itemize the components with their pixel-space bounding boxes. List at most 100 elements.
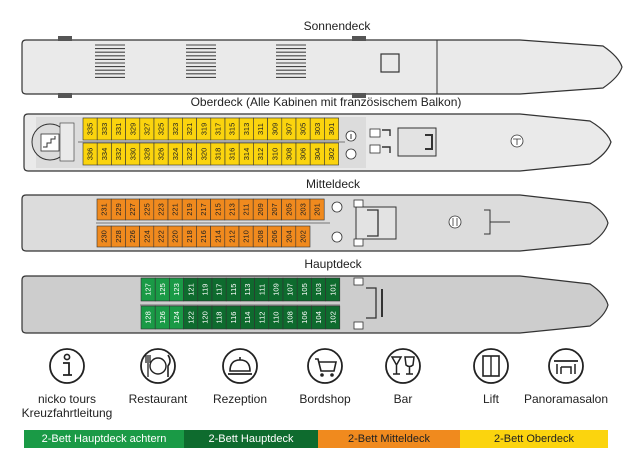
cabin-319[interactable]: 319: [196, 117, 212, 141]
cabin-313[interactable]: 313: [238, 117, 254, 141]
cabin-336[interactable]: 336: [82, 142, 98, 166]
cabin-308[interactable]: 308: [281, 142, 297, 166]
cabin-123[interactable]: 123: [169, 277, 184, 302]
cabin-125[interactable]: 125: [154, 277, 170, 302]
cabin-111[interactable]: 111: [254, 277, 270, 302]
cabin-227[interactable]: 227: [125, 198, 140, 221]
cabin-225[interactable]: 225: [139, 198, 155, 221]
cabin-112[interactable]: 112: [254, 305, 270, 330]
cabin-127[interactable]: 127: [140, 277, 156, 302]
cabin-101[interactable]: 101: [325, 277, 341, 302]
cabin-106[interactable]: 106: [296, 305, 312, 330]
cabin-208[interactable]: 208: [252, 225, 268, 248]
cabin-124[interactable]: 124: [169, 305, 184, 330]
cabin-103[interactable]: 103: [311, 277, 326, 302]
cabin-115[interactable]: 115: [225, 277, 241, 302]
cabin-316[interactable]: 316: [224, 142, 240, 166]
cabin-223[interactable]: 223: [153, 198, 169, 221]
cabin-105[interactable]: 105: [296, 277, 312, 302]
cabin-209[interactable]: 209: [252, 198, 268, 221]
cabin-320[interactable]: 320: [196, 142, 212, 166]
cabin-128[interactable]: 128: [140, 305, 156, 330]
cabin-329[interactable]: 329: [125, 117, 141, 141]
cabin-104[interactable]: 104: [311, 305, 326, 330]
cabin-224[interactable]: 224: [139, 225, 155, 248]
cabin-213[interactable]: 213: [224, 198, 240, 221]
cabin-110[interactable]: 110: [268, 305, 284, 330]
cabin-328[interactable]: 328: [139, 142, 155, 166]
cabin-311[interactable]: 311: [253, 117, 268, 141]
cabin-228[interactable]: 228: [110, 225, 126, 248]
cabin-212[interactable]: 212: [224, 225, 240, 248]
cabin-305[interactable]: 305: [295, 117, 311, 141]
cabin-205[interactable]: 205: [281, 198, 297, 221]
cabin-335[interactable]: 335: [82, 117, 98, 141]
cabin-126[interactable]: 126: [154, 305, 170, 330]
cabin-226[interactable]: 226: [125, 225, 140, 248]
cabin-218[interactable]: 218: [181, 225, 197, 248]
cabin-230[interactable]: 230: [96, 225, 112, 248]
cabin-120[interactable]: 120: [197, 305, 213, 330]
cabin-302[interactable]: 302: [324, 142, 339, 166]
cabin-325[interactable]: 325: [153, 117, 169, 141]
cabin-304[interactable]: 304: [309, 142, 325, 166]
cabin-315[interactable]: 315: [224, 117, 240, 141]
svg-text:114: 114: [243, 312, 252, 324]
cabin-109[interactable]: 109: [268, 277, 284, 302]
cabin-231[interactable]: 231: [96, 198, 112, 221]
cabin-221[interactable]: 221: [167, 198, 183, 221]
cabin-333[interactable]: 333: [96, 117, 112, 141]
cabin-204[interactable]: 204: [281, 225, 297, 248]
cabin-303[interactable]: 303: [309, 117, 325, 141]
cabin-219[interactable]: 219: [181, 198, 197, 221]
cabin-207[interactable]: 207: [267, 198, 282, 221]
cabin-108[interactable]: 108: [282, 305, 298, 330]
cabin-206[interactable]: 206: [267, 225, 282, 248]
svg-text:204: 204: [284, 230, 293, 243]
cabin-222[interactable]: 222: [153, 225, 169, 248]
cabin-318[interactable]: 318: [210, 142, 226, 166]
svg-text:304: 304: [313, 148, 322, 161]
cabin-102[interactable]: 102: [325, 305, 341, 330]
cabin-306[interactable]: 306: [295, 142, 311, 166]
cabin-114[interactable]: 114: [240, 305, 255, 330]
cabin-301[interactable]: 301: [324, 117, 339, 141]
cabin-322[interactable]: 322: [182, 142, 197, 166]
cabin-121[interactable]: 121: [183, 277, 199, 302]
cabin-307[interactable]: 307: [281, 117, 297, 141]
cabin-210[interactable]: 210: [238, 225, 254, 248]
cabin-317[interactable]: 317: [210, 117, 226, 141]
cabin-326[interactable]: 326: [153, 142, 169, 166]
cabin-202[interactable]: 202: [295, 225, 311, 248]
cabin-203[interactable]: 203: [295, 198, 311, 221]
cabin-312[interactable]: 312: [253, 142, 268, 166]
cabin-118[interactable]: 118: [211, 305, 227, 330]
cabin-122[interactable]: 122: [183, 305, 199, 330]
cabin-215[interactable]: 215: [210, 198, 226, 221]
cabin-334[interactable]: 334: [96, 142, 112, 166]
cabin-211[interactable]: 211: [238, 198, 254, 221]
cabin-113[interactable]: 113: [240, 277, 255, 302]
cabin-331[interactable]: 331: [111, 117, 126, 141]
cabin-117[interactable]: 117: [211, 277, 227, 302]
cabin-220[interactable]: 220: [167, 225, 183, 248]
cabin-330[interactable]: 330: [125, 142, 141, 166]
cabin-107[interactable]: 107: [282, 277, 298, 302]
cabin-214[interactable]: 214: [210, 225, 226, 248]
cabin-119[interactable]: 119: [197, 277, 213, 302]
cabin-327[interactable]: 327: [139, 117, 155, 141]
cabin-324[interactable]: 324: [167, 142, 183, 166]
cabin-216[interactable]: 216: [196, 225, 211, 248]
cabin-314[interactable]: 314: [238, 142, 254, 166]
cabin-309[interactable]: 309: [267, 117, 283, 141]
cabin-323[interactable]: 323: [167, 117, 183, 141]
cabin-116[interactable]: 116: [225, 305, 241, 330]
cabin-321[interactable]: 321: [182, 117, 197, 141]
cabin-217[interactable]: 217: [196, 198, 211, 221]
cabin-201[interactable]: 201: [309, 198, 325, 221]
cabin-310[interactable]: 310: [267, 142, 283, 166]
cabin-229[interactable]: 229: [110, 198, 126, 221]
cabin-332[interactable]: 332: [111, 142, 126, 166]
